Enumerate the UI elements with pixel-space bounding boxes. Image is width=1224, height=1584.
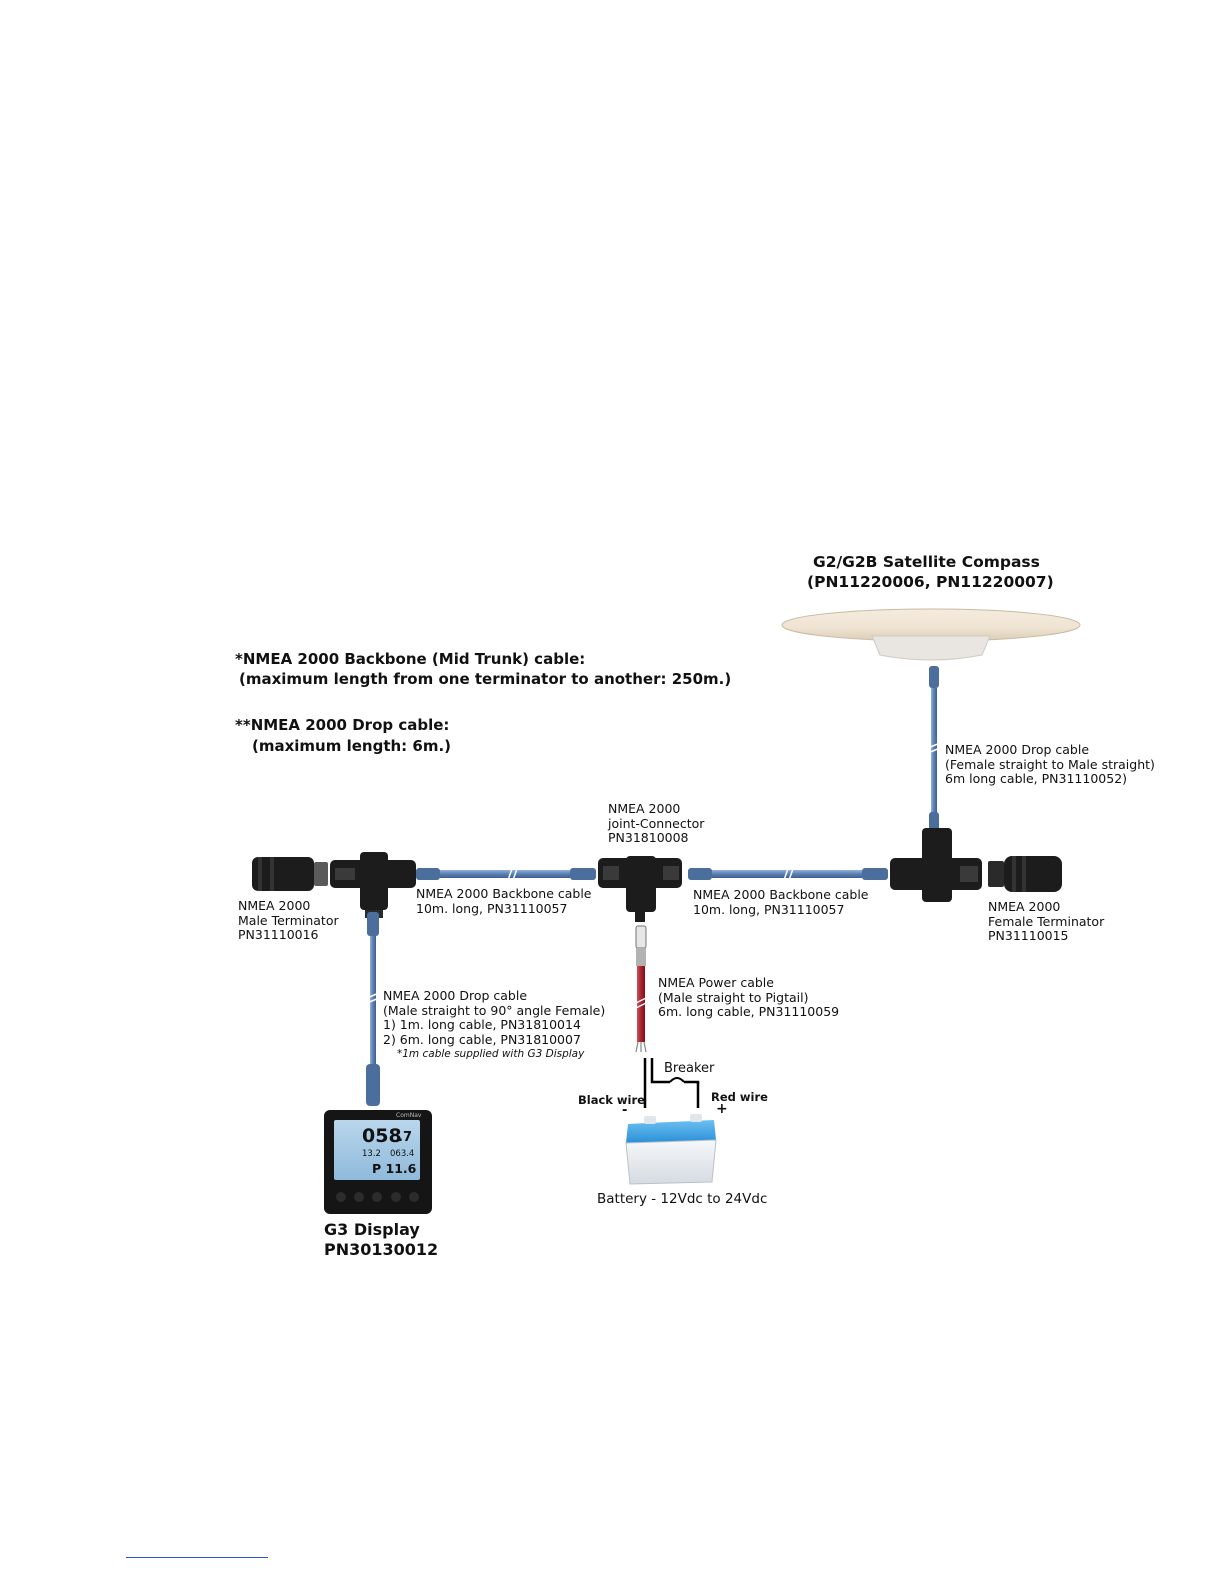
- backbone-right-line1: NMEA 2000 Backbone cable: [693, 887, 869, 902]
- compass-part-numbers: (PN11220006, PN11220007): [807, 573, 1054, 591]
- display-drop-line3: 1) 1m. long cable, PN31810014: [383, 1017, 581, 1032]
- male-term-line3: PN31110016: [238, 927, 319, 942]
- compass-drop-cable-label: NMEA 2000 Drop cable (Female straight to…: [945, 742, 1155, 787]
- backbone-cable-right: [688, 865, 888, 881]
- screen-heading: 058: [362, 1125, 402, 1147]
- power-line1: NMEA Power cable: [658, 975, 774, 990]
- compass-drop-line1: NMEA 2000 Drop cable: [945, 742, 1090, 757]
- joint-line1: NMEA 2000: [608, 801, 681, 816]
- screen-value-b: 063.4: [390, 1149, 415, 1159]
- backbone-right-label: NMEA 2000 Backbone cable 10m. long, PN31…: [693, 887, 869, 917]
- backbone-right-line2: 10m. long, PN31110057: [693, 901, 845, 917]
- minus-sign: -: [622, 1103, 628, 1118]
- joint-line2: joint-Connector: [608, 815, 705, 831]
- backbone-note-sub: (maximum length from one terminator to a…: [239, 670, 732, 688]
- power-cable: [635, 912, 647, 1053]
- female-term-line1: NMEA 2000: [988, 899, 1061, 914]
- breaker-label: Breaker: [664, 1061, 715, 1076]
- drop-note-sub: (maximum length: 6m.): [252, 737, 452, 755]
- compass-title: G2/G2B Satellite Compass: [813, 553, 1040, 571]
- battery: [625, 1114, 717, 1185]
- compass-drop-cable: [927, 666, 941, 832]
- plus-sign: +: [716, 1101, 728, 1117]
- drop-note-title: **NMEA 2000 Drop cable:: [235, 716, 450, 734]
- male-terminator-label: NMEA 2000 Male Terminator PN31110016: [238, 898, 339, 943]
- female-terminator: [988, 856, 1062, 892]
- female-term-line2: Female Terminator: [988, 913, 1105, 929]
- g3-brand: ComNav: [396, 1112, 422, 1119]
- screen-value-a: 13.2: [362, 1149, 381, 1159]
- joint-connector: [598, 856, 682, 912]
- male-terminator: [252, 857, 328, 891]
- backbone-left-line1: NMEA 2000 Backbone cable: [416, 886, 592, 901]
- joint-connector-label: NMEA 2000 joint-Connector PN31810008: [608, 801, 705, 846]
- black-wire-label: Black wire: [578, 1093, 645, 1107]
- footer-rule: [126, 1557, 268, 1558]
- display-drop-line4: 2) 6m. long cable, PN31810007: [383, 1031, 581, 1047]
- backbone-left-line2: 10m. long, PN31110057: [416, 900, 568, 916]
- red-wire-label: Red wire: [711, 1090, 768, 1104]
- display-drop-cable: [366, 912, 380, 1106]
- battery-label: Battery - 12Vdc to 24Vdc: [597, 1191, 768, 1207]
- female-terminator-label: NMEA 2000 Female Terminator PN31110015: [988, 899, 1105, 944]
- power-cable-label: NMEA Power cable (Male straight to Pigta…: [658, 975, 840, 1020]
- screen-heading-decimal: .7: [398, 1130, 412, 1145]
- male-term-line1: NMEA 2000: [238, 898, 311, 913]
- backbone-note-title: *NMEA 2000 Backbone (Mid Trunk) cable:: [235, 650, 586, 668]
- display-drop-note: *1m cable supplied with G3 Display: [397, 1048, 585, 1060]
- display-drop-line1: NMEA 2000 Drop cable: [383, 988, 528, 1003]
- right-tee-connector: [890, 828, 982, 902]
- g3-screen-readout: 058.7 13.2 063.4 P 11.6: [336, 1121, 420, 1179]
- display-drop-cable-label: NMEA 2000 Drop cable (Male straight to 9…: [383, 988, 606, 1062]
- power-line3: 6m. long cable, PN31110059: [658, 1004, 840, 1019]
- male-term-line2: Male Terminator: [238, 912, 339, 928]
- power-line2: (Male straight to Pigtail): [658, 989, 809, 1005]
- female-term-line3: PN31110015: [988, 928, 1069, 943]
- joint-line3: PN31810008: [608, 830, 689, 845]
- g3-display-device: [324, 1110, 432, 1214]
- g3-display-pn: PN30130012: [324, 1240, 439, 1259]
- satellite-compass: [781, 608, 1081, 661]
- screen-pitch: P 11.6: [372, 1161, 417, 1176]
- battery-wiring: [643, 1058, 700, 1108]
- backbone-left-label: NMEA 2000 Backbone cable 10m. long, PN31…: [416, 886, 592, 916]
- compass-drop-line3: 6m long cable, PN31110052): [945, 771, 1128, 786]
- display-drop-line2: (Male straight to 90° angle Female): [383, 1002, 606, 1018]
- compass-drop-line2: (Female straight to Male straight): [945, 756, 1155, 772]
- left-tee-connector: [330, 852, 416, 918]
- backbone-cable-left: [416, 865, 596, 881]
- g3-display-title: G3 Display: [324, 1220, 420, 1239]
